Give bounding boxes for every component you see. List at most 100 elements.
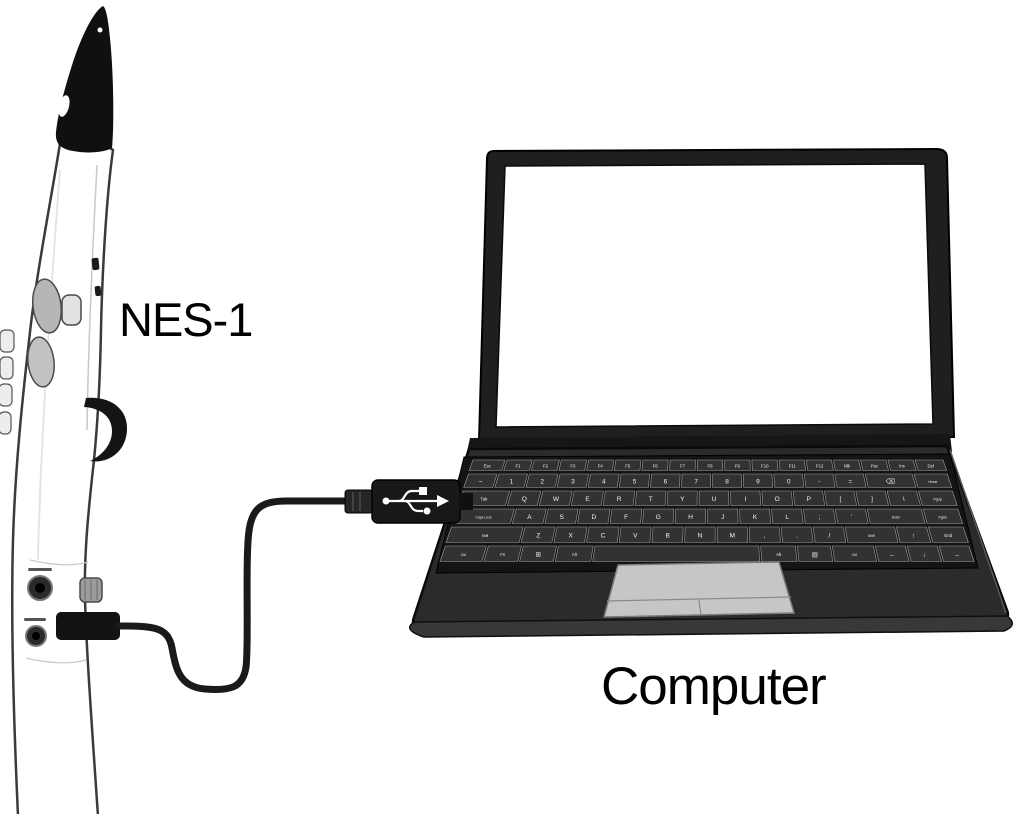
- keyboard-key: [618, 526, 652, 543]
- keyboard-key-label: N: [698, 533, 703, 540]
- keyboard-key: [519, 545, 557, 562]
- keyboard-key-label: I: [745, 496, 747, 503]
- keyboard-key-label: Alt: [776, 552, 782, 557]
- instrument-edge-marks: [91, 257, 102, 297]
- keyboard-key-label: .: [796, 533, 798, 540]
- keyboard-key: [666, 490, 698, 506]
- keyboard-key-label: Enter: [892, 515, 901, 519]
- keyboard-key-label: Z: [536, 533, 540, 540]
- keyboard-key: [866, 508, 926, 524]
- keyboard-key: [609, 508, 643, 524]
- phones-port-hole: [32, 632, 40, 640]
- keyboard-key-label: U: [712, 496, 717, 503]
- keyboard-key: [805, 459, 834, 471]
- keyboard-key: [554, 545, 594, 562]
- keyboard-key-label: ~: [479, 479, 483, 486]
- keyboard-key-label: F7: [680, 464, 686, 469]
- keyboard-key: [896, 526, 932, 543]
- keyboard-key: [503, 459, 533, 471]
- keyboard-key-label: T: [649, 496, 653, 503]
- keyboard-key: [803, 508, 837, 524]
- keyboard-key-label: O: [775, 496, 780, 503]
- keyboard-key: [634, 490, 667, 506]
- keyboard-key-label: 0: [787, 479, 791, 486]
- keyboard-key-label: \: [903, 496, 905, 503]
- keyboard-key-label: /: [828, 533, 830, 540]
- keyboard-key: [558, 459, 587, 471]
- keyboard-key-label: S: [559, 514, 564, 521]
- keyboard-key-label: F5: [625, 464, 631, 469]
- keyboard-key: [864, 473, 917, 488]
- keyboard-key: [739, 508, 771, 524]
- thumb-screw-ridges: [84, 580, 98, 600]
- keyboard-key: [674, 508, 707, 524]
- keyboard-key: [832, 545, 877, 562]
- keyboard-key-label: →: [953, 552, 960, 559]
- keyboard-key-label: G: [656, 514, 661, 521]
- usb-cable: [114, 497, 351, 693]
- output-port-hole: [35, 583, 45, 593]
- keyboard-key-label: Home: [928, 480, 937, 484]
- keyboard-key: [538, 490, 573, 506]
- keyboard-key-label: ←: [889, 552, 896, 559]
- keyboard-key-label: Shift: [868, 534, 875, 538]
- keyboard-key-label: =: [848, 479, 852, 486]
- keyboard-key-label: Ctrl: [852, 553, 858, 557]
- trackpad-button-divider-horizontal: [606, 596, 792, 602]
- keyboard-key: [730, 490, 762, 506]
- instrument-label: NES-1: [119, 293, 253, 346]
- keyboard-key: [833, 459, 862, 471]
- keyboard-key: [641, 459, 669, 471]
- keyboard-key-label: ,: [764, 533, 766, 540]
- keyboard-key-label: 2: [540, 479, 544, 486]
- keyboard-key-label: F11: [789, 464, 797, 469]
- keyboard-key: [875, 545, 910, 562]
- keyboard-key-label: ▤: [812, 552, 818, 559]
- keyboard-key: [681, 473, 711, 488]
- keyboard-key: [707, 508, 739, 524]
- keyboard-key: [712, 473, 743, 488]
- keyboard-key: [855, 490, 889, 506]
- deck-edge-highlight: [949, 449, 1007, 614]
- keyboard-key-label: Psc: [871, 464, 879, 469]
- laptop-screen: [495, 163, 934, 428]
- keyboard-key-label: F: [624, 514, 628, 521]
- keyboard-key: [913, 473, 953, 488]
- keyboard-key: [618, 473, 650, 488]
- instrument-body: [10, 115, 115, 814]
- instrument-mouthpiece: [55, 6, 114, 153]
- keyboard-key-label: 6: [664, 479, 668, 486]
- keyboard-key-label: W: [553, 496, 560, 503]
- keyboard-key: [792, 490, 826, 506]
- keyboard-key-label: C: [601, 533, 606, 540]
- keyboard-key: [751, 459, 779, 471]
- keyboard-key-label: J: [721, 514, 724, 521]
- trackpad-button-divider-vertical: [698, 599, 702, 616]
- keyboard-key-label: Fn: [500, 552, 506, 557]
- keyboard-key-label: D: [592, 514, 597, 521]
- keyboard-key-label: Alt: [572, 552, 578, 557]
- keyboard-key: [587, 473, 620, 488]
- keyboard-key: [773, 473, 805, 488]
- keyboard-key-label: F1: [516, 464, 522, 469]
- keyboard-key-label: K: [753, 514, 758, 521]
- keyboard-key: [760, 545, 798, 562]
- instrument-connector-panel: [24, 568, 120, 647]
- keyboard-key: [463, 473, 498, 488]
- laptop-base: [409, 615, 1013, 638]
- keyboard-key-label: F4: [598, 464, 604, 469]
- keyboard-key-label: F6: [653, 464, 659, 469]
- keyboard-key: [507, 490, 542, 506]
- instrument-side-keys: [0, 329, 15, 435]
- keyboard-key: [887, 459, 917, 471]
- keyboard-key: [834, 473, 867, 488]
- usb-plug-nub: [459, 493, 473, 510]
- keyboard-key: [592, 545, 760, 562]
- keyboard-key-label: E: [585, 496, 590, 503]
- keyboard-key: [586, 459, 615, 471]
- usb-plug-tip: [344, 489, 374, 514]
- keyboard-key: [724, 459, 751, 471]
